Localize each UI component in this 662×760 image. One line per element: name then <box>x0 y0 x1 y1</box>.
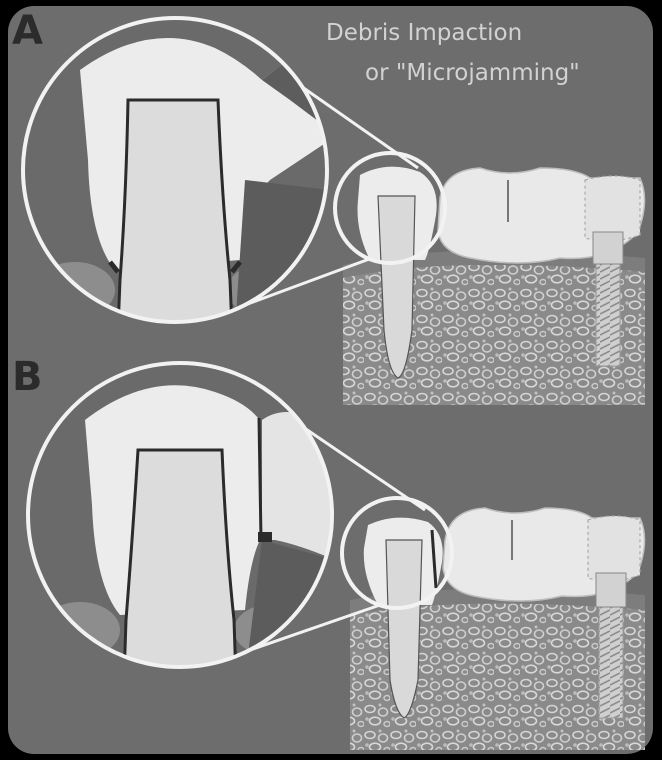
caption-line1: Debris Impaction <box>326 20 522 46</box>
caption-line2: or "Microjamming" <box>365 60 580 86</box>
label-a: A <box>12 8 43 54</box>
label-b: B <box>12 354 43 400</box>
implant-abutment-b <box>596 573 626 607</box>
implant-crown-a <box>585 176 640 241</box>
implant-crown-b <box>588 516 640 581</box>
implant-abutment-a <box>593 232 623 264</box>
